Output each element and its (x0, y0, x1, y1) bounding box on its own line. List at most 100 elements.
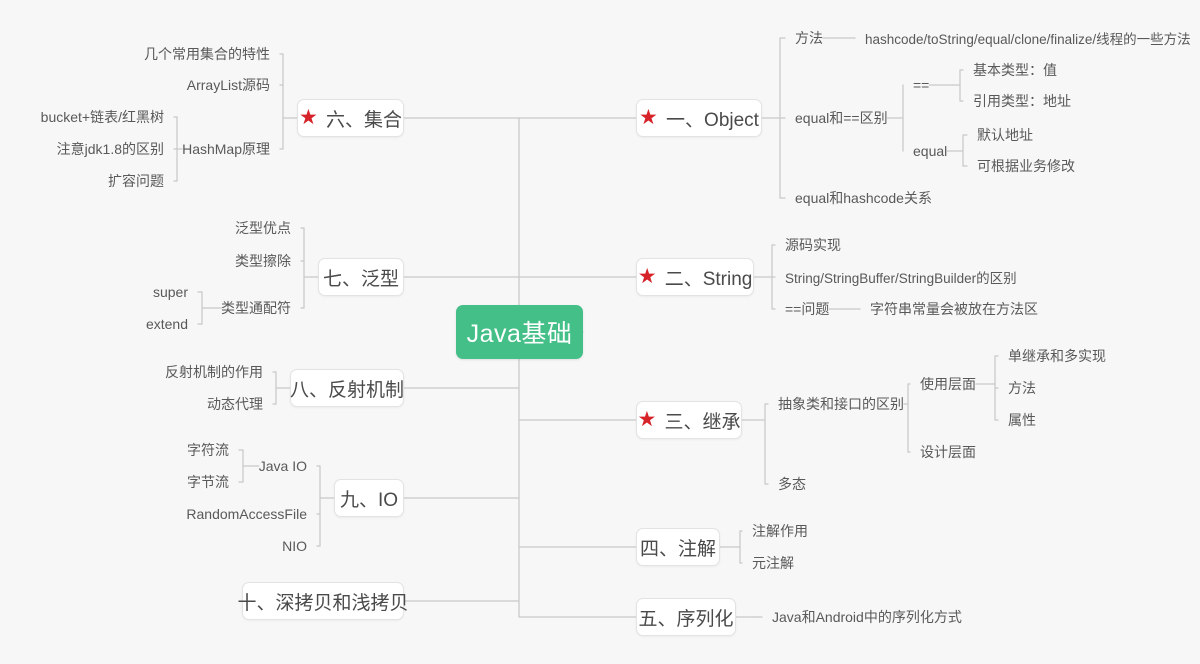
node-label: 三、继承 (664, 411, 741, 433)
node-label: 基本类型：值 (973, 62, 1057, 78)
leaf-node[interactable]: 可根据业务修改 (977, 156, 1075, 176)
branch-node-collection[interactable]: ★ 六、集合 (297, 99, 404, 137)
star-icon: ★ (639, 106, 658, 129)
node-label: 方法 (795, 30, 823, 46)
leaf-node[interactable]: ==问题 (785, 299, 829, 319)
leaf-node[interactable]: HashMap原理 (182, 139, 270, 159)
leaf-node[interactable]: hashcode/toString/equal/clone/finalize/线… (865, 28, 1191, 48)
leaf-node[interactable]: 注解作用 (752, 521, 808, 541)
node-label: bucket+链表/红黑树 (40, 109, 164, 125)
leaf-node[interactable]: 动态代理 (207, 394, 263, 414)
leaf-node[interactable]: ArrayList源码 (187, 75, 270, 95)
branch-node-annotation[interactable]: 四、注解 (636, 528, 720, 566)
node-label: 源码实现 (785, 237, 841, 253)
leaf-node[interactable]: 多态 (778, 474, 806, 494)
star-icon: ★ (637, 265, 657, 288)
node-label: ==问题 (785, 301, 830, 317)
branch-node-object[interactable]: ★ 一、Object (636, 99, 762, 137)
node-label: equal和==区别 (795, 110, 888, 126)
node-label: RandomAccessFile (186, 506, 307, 522)
node-label: 默认地址 (977, 127, 1033, 143)
node-label: 八、反射机制 (290, 379, 405, 401)
leaf-node[interactable]: super (153, 282, 188, 302)
node-label: 单继承和多实现 (1008, 348, 1106, 364)
leaf-node[interactable]: bucket+链表/红黑树 (41, 107, 164, 127)
leaf-node[interactable]: 字符串常量会被放在方法区 (870, 299, 1038, 319)
node-label: 十、深拷贝和浅拷贝 (237, 592, 409, 614)
leaf-node[interactable]: Java和Android中的序列化方式 (772, 607, 962, 627)
node-label: Java基础 (466, 320, 573, 348)
node-label: 元注解 (752, 555, 794, 571)
node-label: 九、IO (339, 489, 399, 511)
leaf-node[interactable]: == (913, 75, 929, 95)
node-label: equal (913, 143, 948, 159)
node-label: 几个常用集合的特性 (144, 46, 270, 62)
leaf-node[interactable]: 字节流 (187, 472, 229, 492)
leaf-node[interactable]: String/StringBuffer/StringBuilder的区别 (785, 267, 1017, 287)
leaf-node[interactable]: 几个常用集合的特性 (144, 44, 270, 64)
node-label: Java IO (258, 458, 307, 474)
branch-node-io[interactable]: 九、IO (334, 479, 404, 517)
node-label: 属性 (1008, 412, 1036, 428)
leaf-node[interactable]: 反射机制的作用 (165, 362, 263, 382)
node-label: 泛型优点 (235, 220, 291, 236)
leaf-node[interactable]: 默认地址 (977, 125, 1033, 145)
leaf-node[interactable]: 属性 (1008, 410, 1036, 430)
leaf-node[interactable]: 元注解 (752, 553, 794, 573)
leaf-node[interactable]: 类型通配符 (221, 298, 291, 318)
leaf-node[interactable]: equal和hashcode关系 (795, 188, 932, 208)
leaf-node[interactable]: RandomAccessFile (186, 504, 307, 524)
star-icon: ★ (299, 106, 318, 129)
leaf-node[interactable]: 单继承和多实现 (1008, 346, 1106, 366)
node-label: 注解作用 (752, 523, 808, 539)
node-label: Java和Android中的序列化方式 (772, 609, 962, 625)
node-label: 多态 (778, 476, 806, 492)
branch-node-inherit[interactable]: ★三、继承 (636, 401, 742, 439)
leaf-node[interactable]: 类型擦除 (235, 251, 291, 271)
node-label: 动态代理 (207, 396, 263, 412)
node-label: String/StringBuffer/StringBuilder的区别 (785, 271, 1017, 286)
node-label: == (913, 77, 930, 93)
node-label: 使用层面 (920, 376, 976, 392)
leaf-node[interactable]: extend (146, 314, 188, 334)
leaf-node[interactable]: NIO (282, 536, 307, 556)
branch-node-string[interactable]: ★ 二、String (636, 258, 754, 296)
node-label: 二、String (664, 268, 753, 290)
leaf-node[interactable]: 设计层面 (920, 442, 976, 462)
leaf-node[interactable]: 使用层面 (920, 374, 976, 394)
branch-node-generic[interactable]: 七、泛型 (318, 258, 404, 296)
leaf-node[interactable]: 抽象类和接口的区别 (778, 394, 904, 414)
node-label: 注意jdk1.8的区别 (56, 141, 164, 157)
node-label: 抽象类和接口的区别 (778, 396, 904, 412)
leaf-node[interactable]: Java IO (259, 456, 307, 476)
node-label: 可根据业务修改 (977, 158, 1075, 174)
branch-node-copy[interactable]: 十、深拷贝和浅拷贝 (238, 582, 409, 620)
node-label: 字符串常量会被放在方法区 (870, 301, 1038, 317)
leaf-node[interactable]: equal和==区别 (795, 108, 888, 128)
node-label: super (152, 284, 188, 300)
leaf-node[interactable]: 方法 (1008, 378, 1036, 398)
branch-node-reflect[interactable]: 八、反射机制 (290, 369, 404, 407)
leaf-node[interactable]: 方法 (795, 28, 823, 48)
node-label: NIO (282, 538, 307, 554)
leaf-node[interactable]: 基本类型：值 (973, 60, 1057, 80)
node-label: 类型擦除 (235, 253, 291, 269)
node-label: extend (145, 316, 188, 332)
branch-node-serialize[interactable]: 五、序列化 (636, 598, 736, 636)
node-label: 引用类型：地址 (973, 93, 1071, 109)
leaf-node[interactable]: equal (913, 141, 947, 161)
leaf-node[interactable]: 扩容问题 (108, 171, 164, 191)
leaf-node[interactable]: 注意jdk1.8的区别 (57, 139, 164, 159)
node-label: 类型通配符 (221, 300, 291, 316)
leaf-node[interactable]: 引用类型：地址 (973, 91, 1071, 111)
node-label: 设计层面 (920, 444, 976, 460)
leaf-node[interactable]: 源码实现 (785, 235, 841, 255)
node-label: 七、泛型 (323, 268, 400, 290)
node-label: 六、集合 (326, 109, 403, 131)
node-label: 反射机制的作用 (165, 364, 263, 380)
node-label: 一、Object (666, 109, 759, 131)
leaf-node[interactable]: 字符流 (187, 440, 229, 460)
node-label: 四、注解 (640, 538, 717, 560)
leaf-node[interactable]: 泛型优点 (235, 218, 291, 238)
root-node[interactable]: Java基础 (456, 305, 583, 359)
